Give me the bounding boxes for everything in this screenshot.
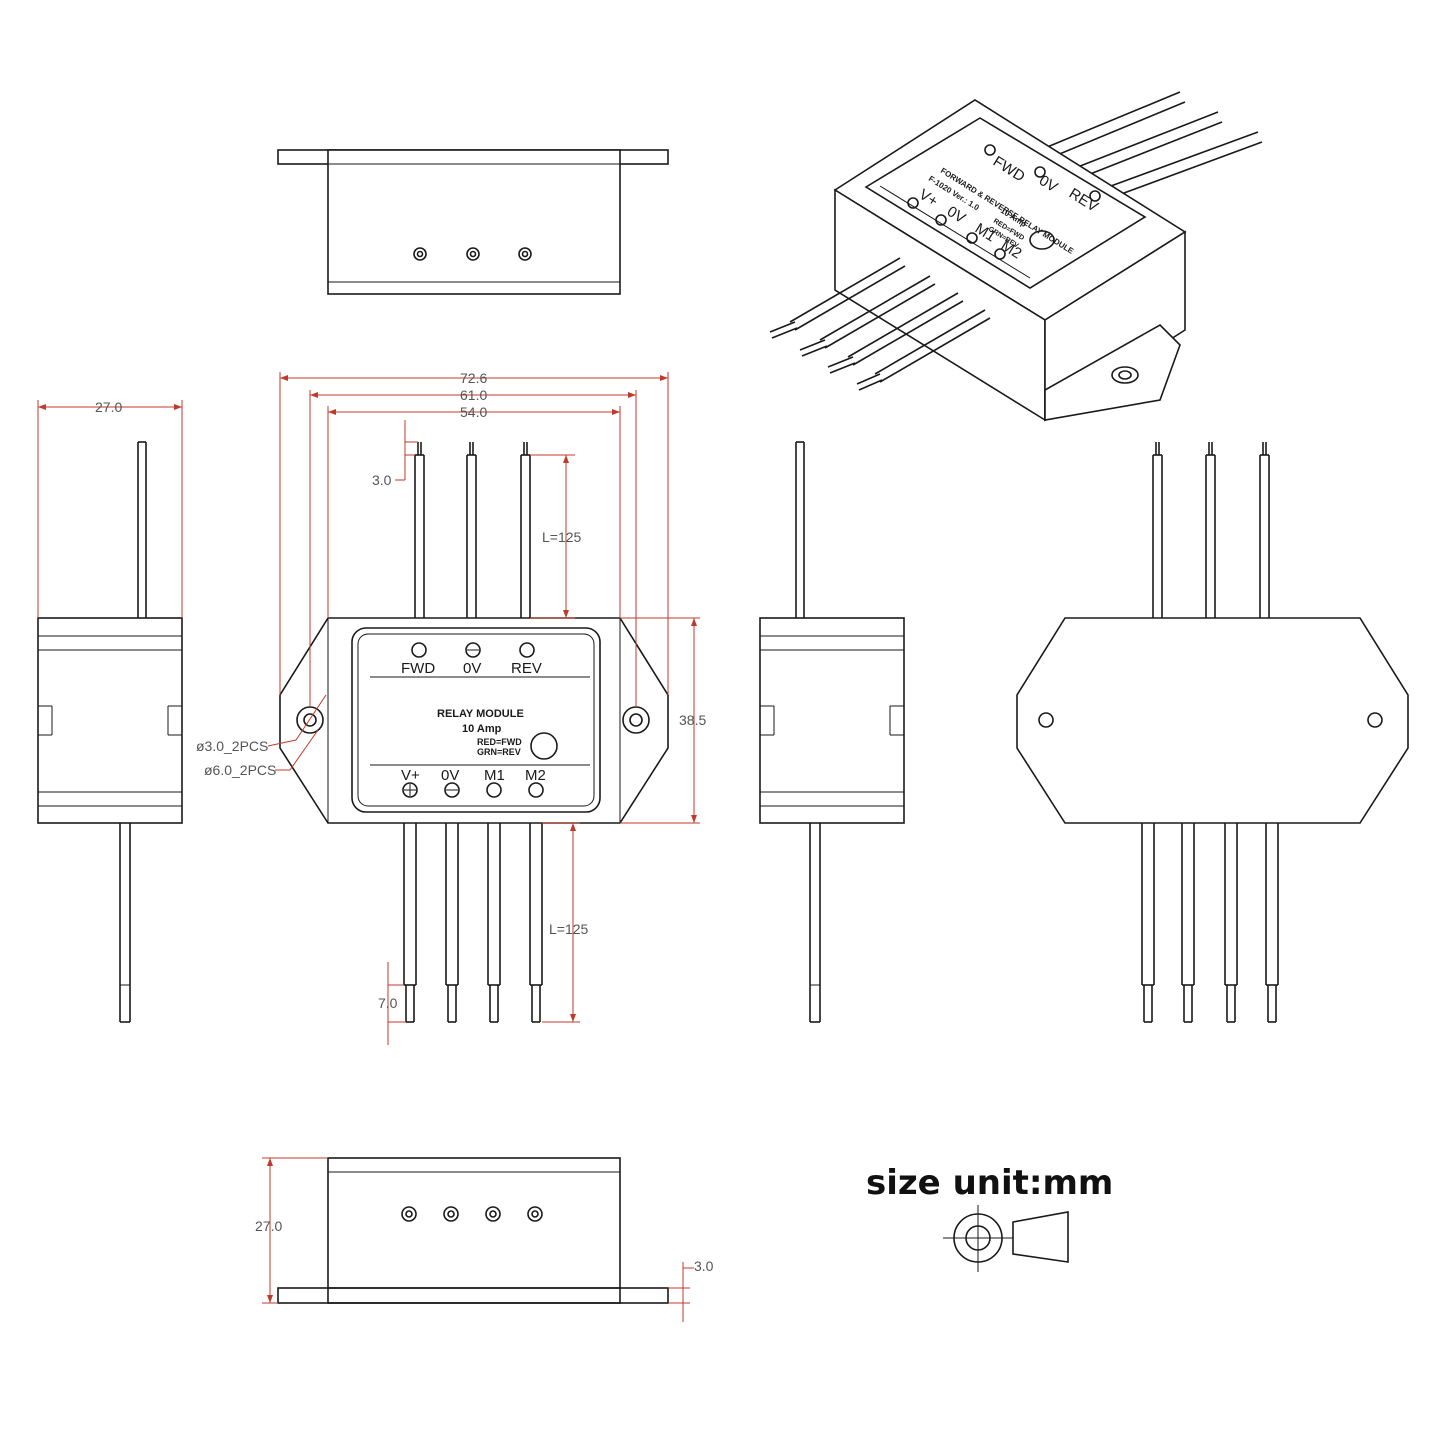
dim-width-holes-label: 61.0 bbox=[460, 387, 487, 403]
dim-width-holes: 61.0 bbox=[309, 387, 637, 707]
iso-input-wires bbox=[1039, 91, 1263, 201]
dim-bottom-height-label: 27.0 bbox=[255, 1218, 282, 1234]
iso-output-wires bbox=[769, 257, 991, 391]
terminal-m2-label: M2 bbox=[525, 767, 546, 784]
unit-note: size unit:mm bbox=[866, 1163, 1113, 1203]
dim-height: 38.5 bbox=[620, 617, 706, 824]
0v-out-terminal-icon bbox=[444, 782, 460, 798]
led-note-green: GRN=REV bbox=[477, 747, 521, 757]
rear-input-wires bbox=[1152, 442, 1270, 618]
m2-terminal-icon bbox=[528, 782, 544, 798]
dim-height-label: 38.5 bbox=[679, 712, 706, 728]
dim-hole-inner-label: ø3.0_2PCS bbox=[196, 738, 268, 754]
top-view-terminal bbox=[518, 247, 532, 261]
iso-led-icon bbox=[1029, 230, 1055, 250]
isometric-view: FWD 0V REV FORWARD & REVERSE RELAY MODUL… bbox=[769, 91, 1263, 422]
front-output-wires bbox=[403, 823, 543, 1023]
fwd-terminal-icon bbox=[411, 642, 427, 658]
dim-hole-callouts: ø3.0_2PCS ø6.0_2PCS bbox=[196, 694, 327, 778]
projection-symbol-icon bbox=[943, 1205, 1069, 1272]
dim-wire-tip-top-label: 3.0 bbox=[372, 472, 392, 488]
status-led-icon bbox=[530, 732, 558, 760]
dim-flange-thickness: 3.0 bbox=[668, 1258, 714, 1322]
terminal-0v-label: 0V bbox=[463, 660, 481, 677]
dim-wire-length-bottom-label: L=125 bbox=[549, 921, 589, 937]
iso-label-plate bbox=[864, 117, 1147, 289]
front-label-plate bbox=[351, 627, 601, 813]
dim-wire-length-top: L=125 bbox=[530, 454, 582, 619]
terminal-vplus-label: V+ bbox=[401, 767, 420, 784]
vplus-terminal-icon bbox=[402, 782, 418, 798]
rev-terminal-icon bbox=[519, 642, 535, 658]
terminal-rev-label: REV bbox=[511, 660, 542, 677]
module-title: RELAY MODULE bbox=[437, 708, 524, 720]
bottom-view-terminal bbox=[401, 1206, 417, 1222]
dim-side-depth: 27.0 bbox=[37, 399, 183, 618]
terminal-0v-out-label: 0V bbox=[441, 767, 459, 784]
dim-wire-tip-bottom-label: 7.0 bbox=[378, 995, 398, 1011]
led-note-red: RED=FWD bbox=[477, 737, 522, 747]
top-view bbox=[277, 149, 669, 295]
module-rating: 10 Amp bbox=[462, 723, 502, 735]
dim-width-body: 54.0 bbox=[327, 404, 621, 618]
left-side-view bbox=[37, 441, 183, 1023]
0v-terminal-icon bbox=[465, 642, 481, 658]
front-view: FWD 0V REV RELAY MODULE 10 Amp RED=FWD G… bbox=[279, 442, 669, 1023]
dim-width-outer-label: 72.6 bbox=[460, 370, 487, 386]
rear-mount-hole-right bbox=[1367, 712, 1383, 728]
bottom-view bbox=[277, 1157, 669, 1304]
rear-mount-hole-left bbox=[1038, 712, 1054, 728]
rear-view bbox=[1016, 442, 1409, 1023]
top-view-terminal bbox=[413, 247, 427, 261]
dim-width-outer: 72.6 bbox=[279, 370, 669, 695]
bottom-view-terminal bbox=[485, 1206, 501, 1222]
front-input-wires bbox=[414, 442, 531, 618]
m1-terminal-icon bbox=[486, 782, 502, 798]
terminal-fwd-label: FWD bbox=[401, 660, 435, 677]
dim-wire-tip-bottom: 7.0 bbox=[378, 962, 406, 1045]
bottom-view-terminal bbox=[527, 1206, 543, 1222]
dim-wire-tip-top: 3.0 bbox=[372, 420, 418, 488]
dim-side-depth-label: 27.0 bbox=[95, 399, 122, 415]
dim-flange-thickness-label: 3.0 bbox=[694, 1258, 714, 1274]
bottom-view-terminal bbox=[443, 1206, 459, 1222]
terminal-m1-label: M1 bbox=[484, 767, 505, 784]
dim-bottom-height: 27.0 bbox=[255, 1157, 328, 1304]
dim-wire-length-bottom: L=125 bbox=[542, 822, 589, 1023]
dim-width-body-label: 54.0 bbox=[460, 404, 487, 420]
right-side-view bbox=[759, 441, 905, 1023]
dim-hole-outer-label: ø6.0_2PCS bbox=[204, 762, 276, 778]
top-view-terminal bbox=[466, 247, 480, 261]
rear-output-wires bbox=[1141, 823, 1279, 1023]
dim-wire-length-top-label: L=125 bbox=[542, 529, 582, 545]
